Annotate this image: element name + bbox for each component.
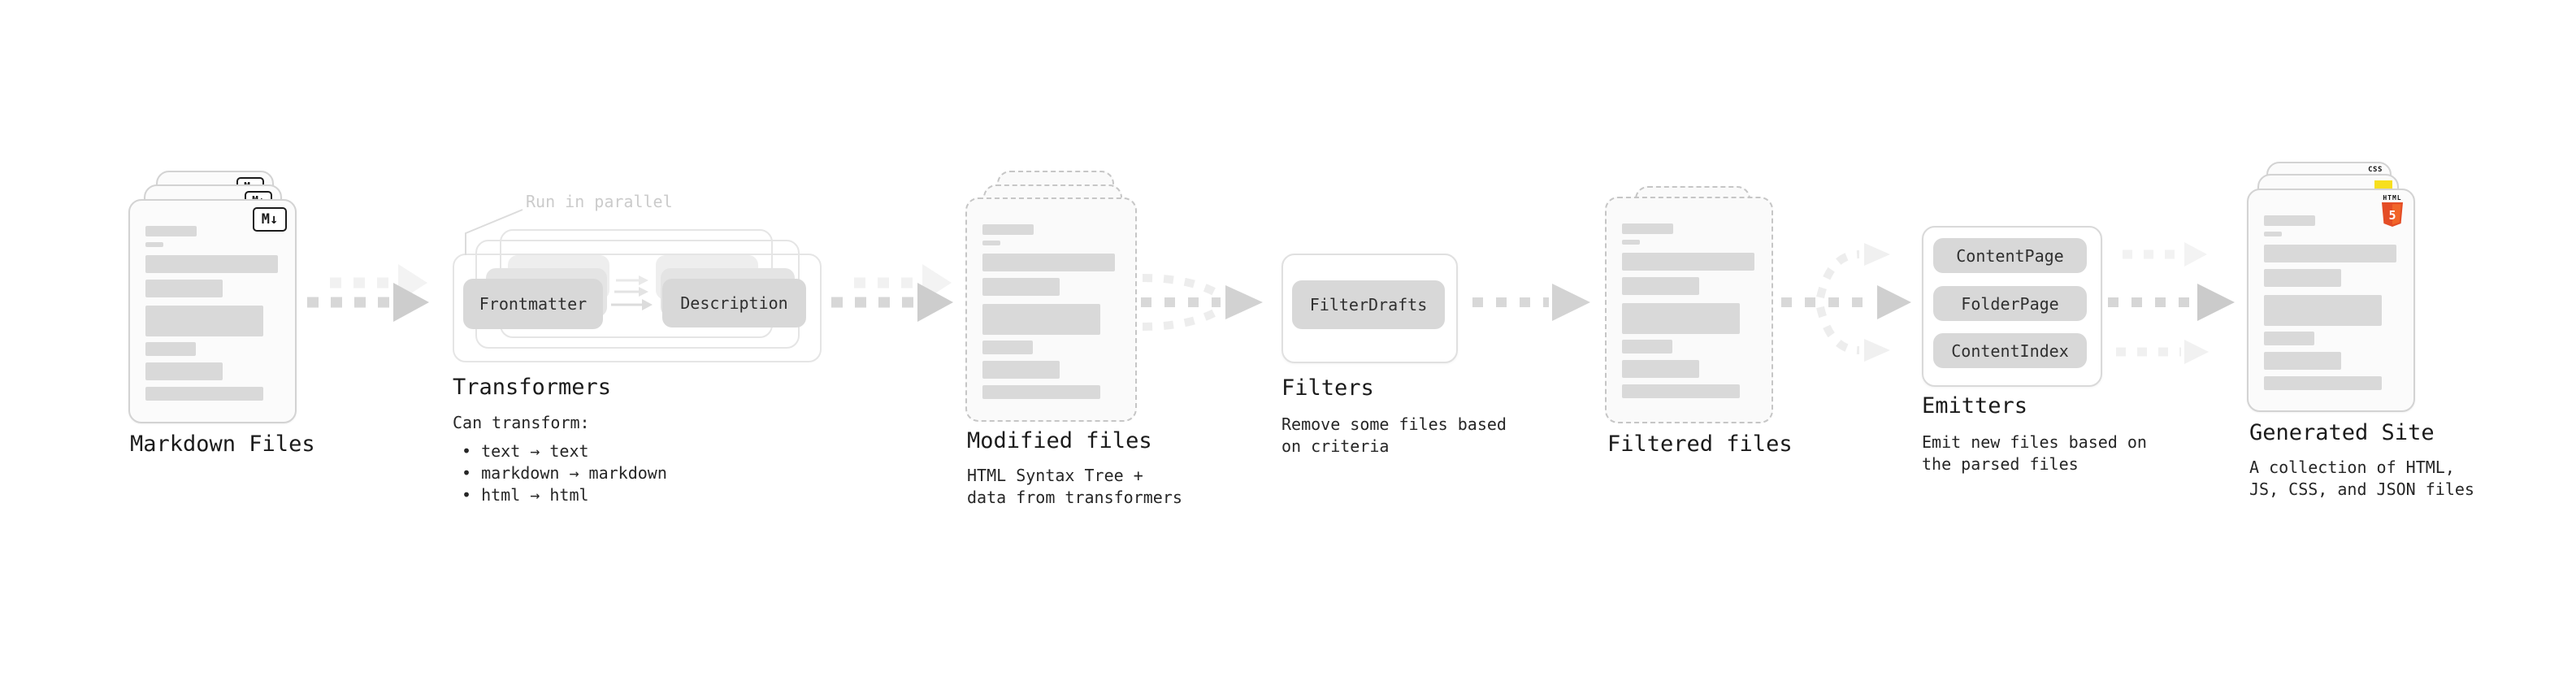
skeleton-text-bar xyxy=(1622,277,1699,295)
skeleton-text-bar xyxy=(1622,384,1740,398)
skeleton-text-bar xyxy=(2264,295,2382,326)
stage-title-emitters: Emitters xyxy=(1922,393,2028,419)
stage-title-filters: Filters xyxy=(1281,375,1374,401)
skeleton-text-bar xyxy=(982,361,1060,379)
file-card-front: M↓ xyxy=(128,199,297,423)
flow-arrow-fork-icon xyxy=(1781,243,1911,362)
annotation-leader-line xyxy=(465,209,523,255)
skeleton-text-bar xyxy=(2264,269,2341,287)
modified-files-caption: HTML Syntax Tree + data from transformer… xyxy=(967,465,1182,509)
stage-title-generated-site: Generated Site xyxy=(2249,420,2435,445)
bullet-item: markdown → markdown xyxy=(462,462,667,484)
skeleton-text-bar xyxy=(2264,245,2396,262)
skeleton-text-bar xyxy=(1622,240,1640,245)
skeleton-text-bar xyxy=(1622,253,1754,271)
caption-line: the parsed files xyxy=(1922,454,2079,474)
bullet-item: html → html xyxy=(462,484,667,506)
skeleton-text-bar xyxy=(2264,376,2382,390)
file-card-front xyxy=(1605,197,1773,423)
transformers-bullet-list: text → text markdown → markdown html → h… xyxy=(462,440,667,506)
caption-line: Remove some files based xyxy=(1281,414,1507,434)
markdown-icon: M↓ xyxy=(253,207,287,232)
skeleton-text-bar xyxy=(982,278,1060,296)
emitter-node-contentpage: ContentPage xyxy=(1933,238,2087,273)
caption-line: JS, CSS, and JSON files xyxy=(2249,479,2474,499)
transformer-container-front xyxy=(453,254,822,362)
skeleton-text-bar xyxy=(982,254,1115,271)
skeleton-text-bar xyxy=(982,241,1000,245)
skeleton-text-bar xyxy=(145,280,223,297)
flow-arrow-double-icon xyxy=(831,264,953,322)
html5-icon: HTML 5 xyxy=(2380,195,2405,230)
skeleton-text-bar xyxy=(1622,360,1699,378)
skeleton-text-bar xyxy=(2264,232,2282,236)
file-card-front: HTML 5 xyxy=(2247,189,2415,412)
skeleton-text-bar xyxy=(982,340,1033,354)
skeleton-text-bar xyxy=(982,304,1100,335)
skeleton-text-bar xyxy=(982,224,1034,235)
skeleton-text-bar xyxy=(2264,215,2315,226)
generated-site-caption: A collection of HTML, JS, CSS, and JSON … xyxy=(2249,457,2474,501)
skeleton-text-bar xyxy=(145,226,197,236)
transformers-caption-heading: Can transform: xyxy=(453,413,590,432)
flow-arrow-merge-icon xyxy=(1141,274,1263,331)
emitters-caption: Emit new files based on the parsed files xyxy=(1922,432,2147,475)
skeleton-text-bar xyxy=(145,242,163,247)
flow-arrow-icon xyxy=(1472,284,1590,321)
file-card-front xyxy=(965,197,1137,422)
stage-title-markdown-files: Markdown Files xyxy=(130,432,315,457)
skeleton-text-bar xyxy=(982,385,1100,399)
filters-caption: Remove some files based on criteria xyxy=(1281,414,1507,458)
transformer-node-description: Description xyxy=(662,279,806,327)
skeleton-text-bar xyxy=(2264,332,2314,345)
bullet-item: text → text xyxy=(462,440,667,462)
emitter-node-folderpage: FolderPage xyxy=(1933,286,2087,321)
skeleton-text-bar xyxy=(145,387,263,401)
run-in-parallel-label: Run in parallel xyxy=(526,192,673,211)
skeleton-text-bar xyxy=(1622,223,1673,234)
skeleton-text-bar xyxy=(145,342,196,356)
skeleton-text-bar xyxy=(1622,340,1672,354)
caption-line: HTML Syntax Tree + xyxy=(967,466,1143,485)
flow-arrow-double-icon xyxy=(307,264,429,322)
svg-text:5: 5 xyxy=(2388,208,2396,223)
skeleton-text-bar xyxy=(2264,352,2341,370)
caption-line: data from transformers xyxy=(967,488,1182,507)
skeleton-text-bar xyxy=(145,255,278,273)
mini-arrows-icon xyxy=(611,275,653,310)
skeleton-text-bar xyxy=(145,306,263,336)
stage-title-modified-files: Modified files xyxy=(967,428,1152,453)
caption-line: on criteria xyxy=(1281,436,1390,456)
stage-title-filtered-files: Filtered files xyxy=(1607,432,1793,457)
skeleton-text-bar xyxy=(145,362,223,380)
skeleton-text-bar xyxy=(1622,303,1740,334)
emitter-node-contentindex: ContentIndex xyxy=(1933,333,2087,368)
transformer-node-frontmatter: Frontmatter xyxy=(463,279,603,329)
caption-line: Emit new files based on xyxy=(1922,432,2147,452)
flow-arrows-parallel-icon xyxy=(2108,242,2235,364)
filter-node-filterdrafts: FilterDrafts xyxy=(1292,280,1445,329)
stage-title-transformers: Transformers xyxy=(453,375,612,400)
caption-line: A collection of HTML, xyxy=(2249,458,2455,477)
